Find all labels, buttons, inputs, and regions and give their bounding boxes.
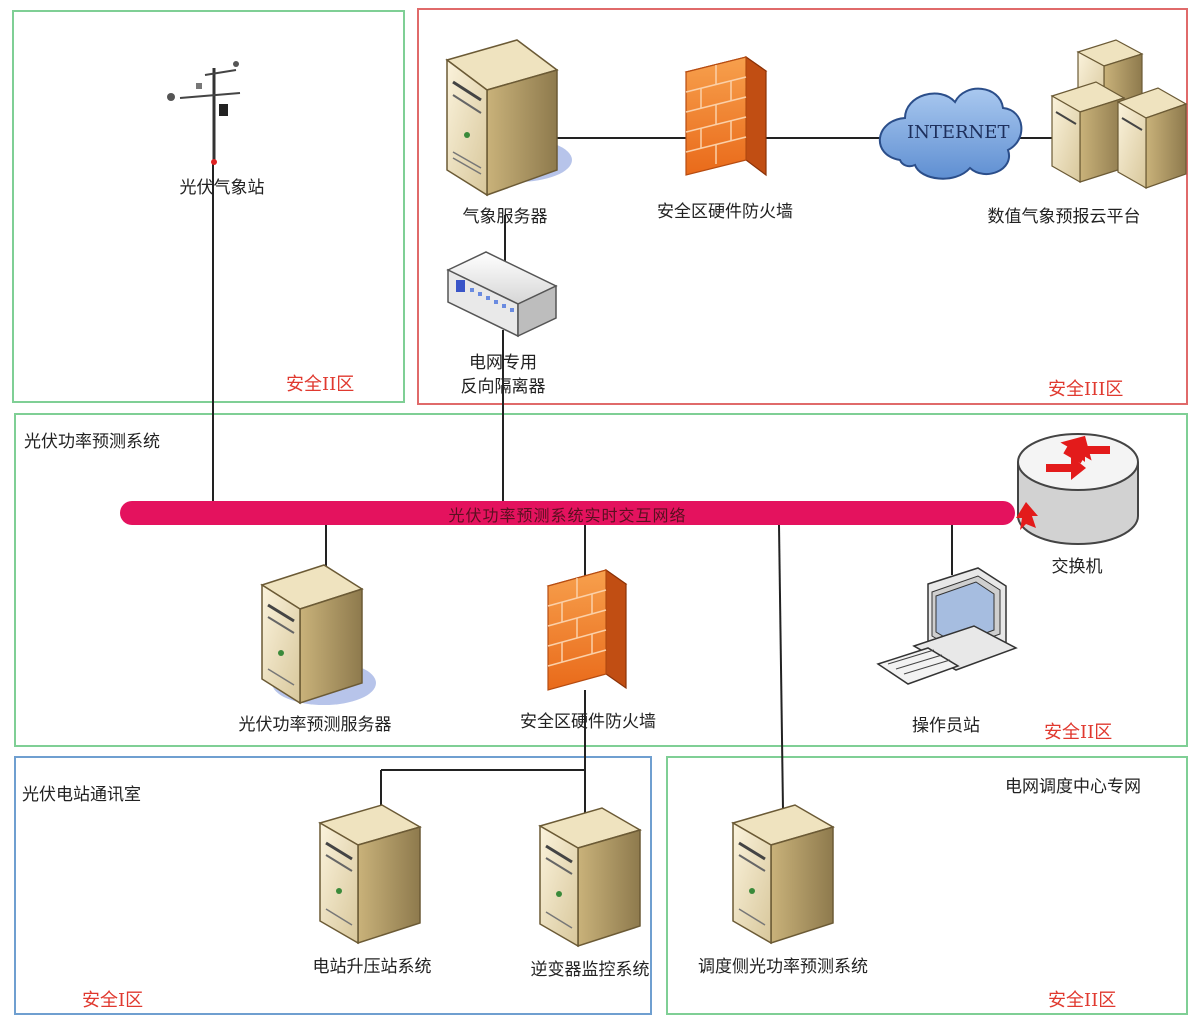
weather-station-label: 光伏气象站 <box>179 178 265 198</box>
zone-security-3 <box>417 8 1188 405</box>
switch-icon <box>1016 433 1139 545</box>
zone-weather-station <box>12 10 405 403</box>
zone-label-zone3: 安全III区 <box>1048 379 1124 400</box>
operator-station-label: 操作员站 <box>912 716 980 736</box>
zone-prediction-system <box>14 413 1188 747</box>
booster-station-label: 电站升压站系统 <box>312 957 432 977</box>
isolator-label-line1: 电网专用 <box>469 353 537 373</box>
inverter-monitor-server-icon <box>538 807 642 948</box>
internet-label: INTERNET <box>907 122 1010 143</box>
prediction-server-label: 光伏功率预测服务器 <box>238 715 392 735</box>
prediction-system-title: 光伏功率预测系统 <box>24 432 160 452</box>
isolator-label-line2: 反向隔离器 <box>460 377 546 397</box>
inverter-monitor-label: 逆变器监控系统 <box>530 960 650 980</box>
booster-station-server-icon <box>318 804 422 945</box>
zone-comm-room <box>14 756 652 1015</box>
bus-label: 光伏功率预测系统实时交互网络 <box>448 506 687 525</box>
prediction-server-icon <box>260 564 376 705</box>
operator-workstation-icon <box>876 567 1018 685</box>
internet-cloud-icon <box>879 87 1023 180</box>
realtime-network-bus: 光伏功率预测系统实时交互网络 <box>120 501 1015 525</box>
zone-label-weather: 安全II区 <box>286 374 355 395</box>
switch-label: 交换机 <box>1051 557 1103 577</box>
weather-server-icon <box>445 39 572 197</box>
zone-grid-dispatch <box>666 756 1188 1015</box>
firewall-icon-mid <box>546 568 628 691</box>
cloud-platform-label: 数值气象预报云平台 <box>987 207 1141 227</box>
dispatch-prediction-server-icon <box>731 804 835 945</box>
comm-room-title: 光伏电站通讯室 <box>22 785 141 805</box>
firewall-icon-top <box>684 55 768 177</box>
isolator-icon <box>446 251 558 338</box>
dispatch-prediction-label: 调度侧光功率预测系统 <box>698 957 868 977</box>
zone-label-grid-dispatch: 安全II区 <box>1048 990 1117 1011</box>
connection-lines <box>212 137 1058 820</box>
zone-label-prediction: 安全II区 <box>1044 722 1113 743</box>
weather-server-label: 气象服务器 <box>462 207 548 227</box>
firewall-mid-label: 安全区硬件防火墙 <box>520 712 656 732</box>
cloud-platform-servers-icon <box>1050 39 1188 190</box>
weather-station-icon <box>167 61 241 165</box>
grid-dispatch-title: 电网调度中心专网 <box>1005 777 1141 797</box>
zone-label-comm-room: 安全I区 <box>82 990 144 1011</box>
firewall-top-label: 安全区硬件防火墙 <box>657 202 793 222</box>
